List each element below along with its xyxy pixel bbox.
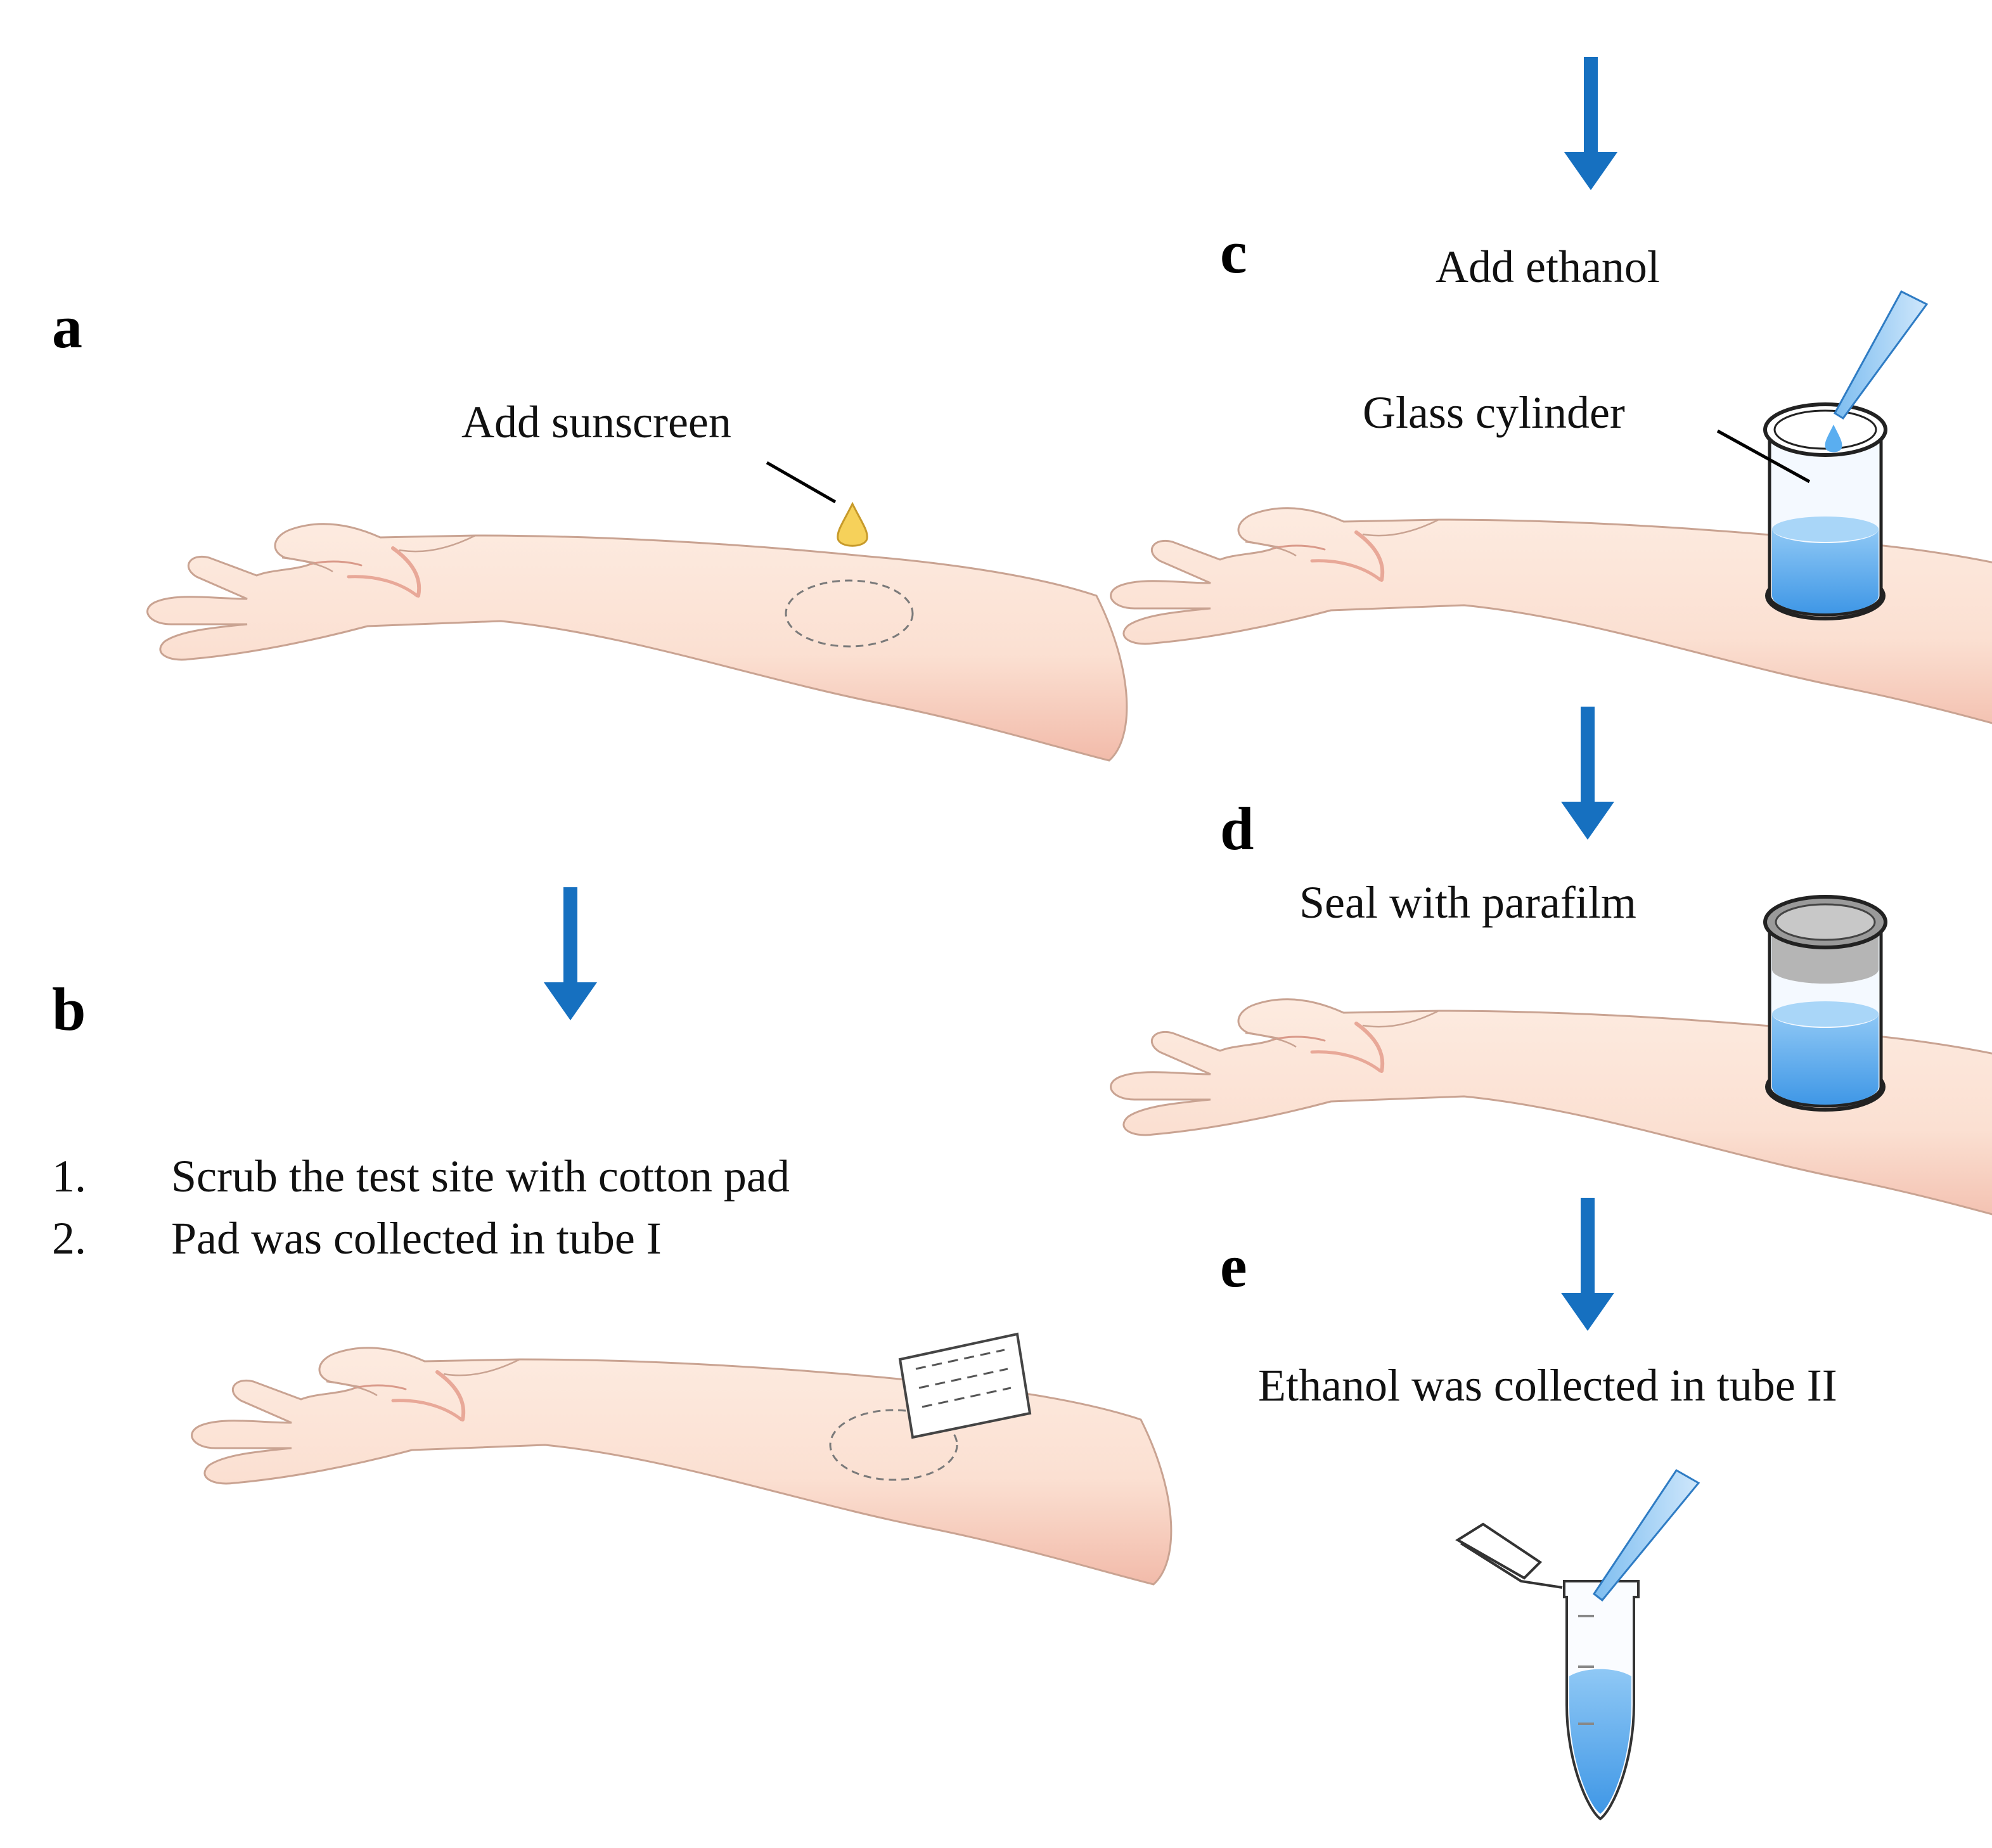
glass-cylinder-c xyxy=(1763,402,1887,620)
panel-c-letter: c xyxy=(1220,218,1247,286)
panel-b-forearm xyxy=(192,1348,1171,1584)
sunscreen-label: Add sunscreen xyxy=(461,397,731,447)
glass-cylinder-label: Glass cylinder xyxy=(1363,387,1625,438)
step-2-number: 2. xyxy=(52,1213,86,1264)
pipette-c-icon xyxy=(1834,290,1929,420)
panel-a-letter: a xyxy=(52,293,82,361)
panel-b-steps: 1. Scrub the test site with cotton pad 2… xyxy=(52,1151,790,1264)
ethanol-collected-label: Ethanol was collected in tube II xyxy=(1258,1360,1837,1411)
panel-d-letter: d xyxy=(1220,795,1254,863)
add-ethanol-label: Add ethanol xyxy=(1436,241,1660,292)
sunscreen-droplet-icon xyxy=(837,501,868,547)
sunscreen-leader-line xyxy=(766,461,837,504)
seal-parafilm-label: Seal with parafilm xyxy=(1299,877,1636,928)
cylinder-leader-line xyxy=(1716,429,1811,484)
arrow-into-c-icon xyxy=(1564,57,1617,190)
panel-b-letter: b xyxy=(52,975,86,1043)
arrow-d-to-e-icon xyxy=(1561,1198,1614,1331)
step-1-text: Scrub the test site with cotton pad xyxy=(171,1151,790,1202)
arrow-c-to-d-icon xyxy=(1561,707,1614,840)
test-site-outline xyxy=(785,579,914,648)
step-2-text: Pad was collected in tube I xyxy=(171,1213,662,1264)
sealed-cylinder-d xyxy=(1763,895,1887,1112)
ethanol-droplet-icon xyxy=(1825,425,1842,452)
panel-a-forearm xyxy=(148,524,1127,760)
panel-e-letter: e xyxy=(1220,1232,1247,1300)
tube-ii-icon xyxy=(1455,1522,1640,1821)
step-1-number: 1. xyxy=(52,1151,86,1202)
pipette-e-icon xyxy=(1592,1469,1700,1602)
tube-lid xyxy=(1455,1522,1543,1580)
cotton-pad-icon xyxy=(898,1332,1032,1439)
arrow-a-to-b-icon xyxy=(544,887,597,1020)
test-site-outline xyxy=(829,1409,958,1481)
